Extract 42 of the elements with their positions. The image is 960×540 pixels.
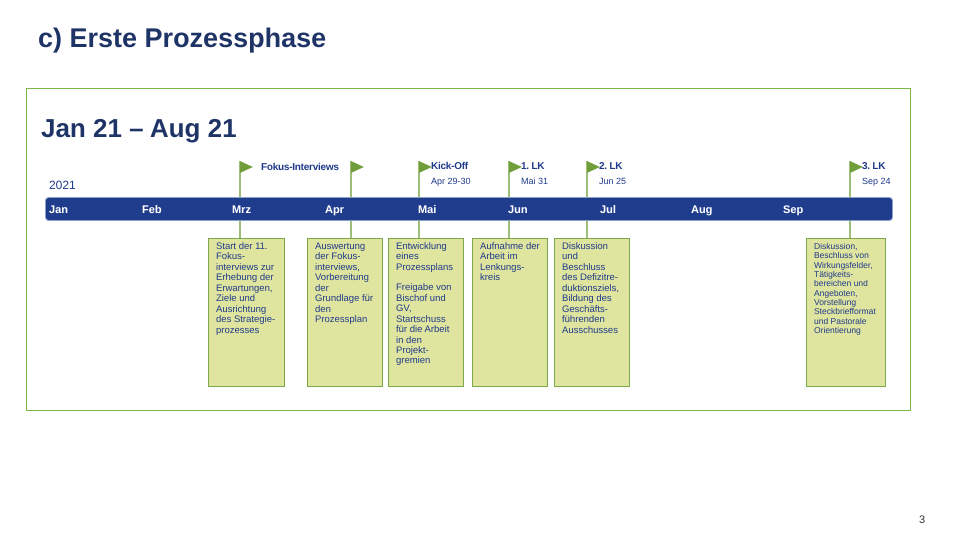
flag-icon	[509, 161, 522, 173]
description-box	[554, 238, 630, 387]
page-number: 3	[919, 513, 926, 528]
description-box	[208, 238, 285, 387]
month-label: Sep	[783, 203, 804, 218]
milestone-date: Sep 24	[862, 175, 891, 188]
month-label: Jul	[600, 203, 616, 218]
description-text: Entwicklung eines Prozessplans	[396, 242, 454, 274]
flag-icon	[351, 161, 364, 173]
description-box	[472, 238, 548, 387]
frame-heading: Jan 21 – Aug 21	[41, 112, 237, 145]
month-label: Mai	[418, 203, 436, 218]
description-box	[307, 238, 383, 387]
flag-icon	[240, 161, 253, 173]
milestone-title: 2. LK	[599, 160, 622, 174]
month-label: Mrz	[232, 203, 251, 218]
month-label: Apr	[325, 203, 344, 218]
month-label: Feb	[142, 203, 162, 218]
description-text: Aufnahme der Arbeit im Lenkungs-kreis	[480, 242, 540, 284]
milestone-title: 1. LK	[521, 160, 544, 174]
milestone-date: Apr 29-30	[431, 175, 471, 188]
milestone-date: Jun 25	[599, 175, 626, 188]
flag-icon	[587, 161, 600, 173]
milestone-title: Kick-Off	[431, 160, 468, 174]
month-label: Jan	[49, 203, 68, 218]
phase-label: Fokus-Interviews	[261, 161, 339, 175]
description-text: Auswertung der Fokus-interviews, Vorbereitung der Grundlage für den Prozessplan	[315, 242, 374, 326]
year-label: 2021	[49, 177, 76, 194]
milestone-title: 3. LK	[862, 160, 886, 174]
flag-icon	[850, 161, 863, 173]
description-box	[806, 238, 886, 387]
description-box	[388, 238, 464, 387]
description-text: Diskussion und Beschluss des Defizitre-duktionsziels, Bildung des Geschäfts-führenden Ausschusses	[562, 242, 620, 336]
description-text: Start der 11. Fokus-interviews zur Erhebung der Erwartungen, Ziele und Ausrichtung des Strategie-prozesses	[216, 242, 276, 336]
timeline-frame	[26, 88, 911, 411]
month-label: Jun	[508, 203, 528, 218]
title: c) Erste Prozessphase	[38, 22, 326, 55]
description-text: Freigabe von Bischof und GV, Startschuss für die Arbeit in den Projekt-gremien	[396, 283, 452, 367]
description-text: Diskussion, Beschluss von Wirkungsfelder, Tätigkeits-bereichen und Angeboten, Vorstellung Steckbriefformat und Pastorale Orientierung	[814, 242, 877, 336]
flag-icon	[419, 161, 432, 173]
month-label: Aug	[691, 203, 712, 218]
milestone-date: Mai 31	[521, 175, 548, 188]
